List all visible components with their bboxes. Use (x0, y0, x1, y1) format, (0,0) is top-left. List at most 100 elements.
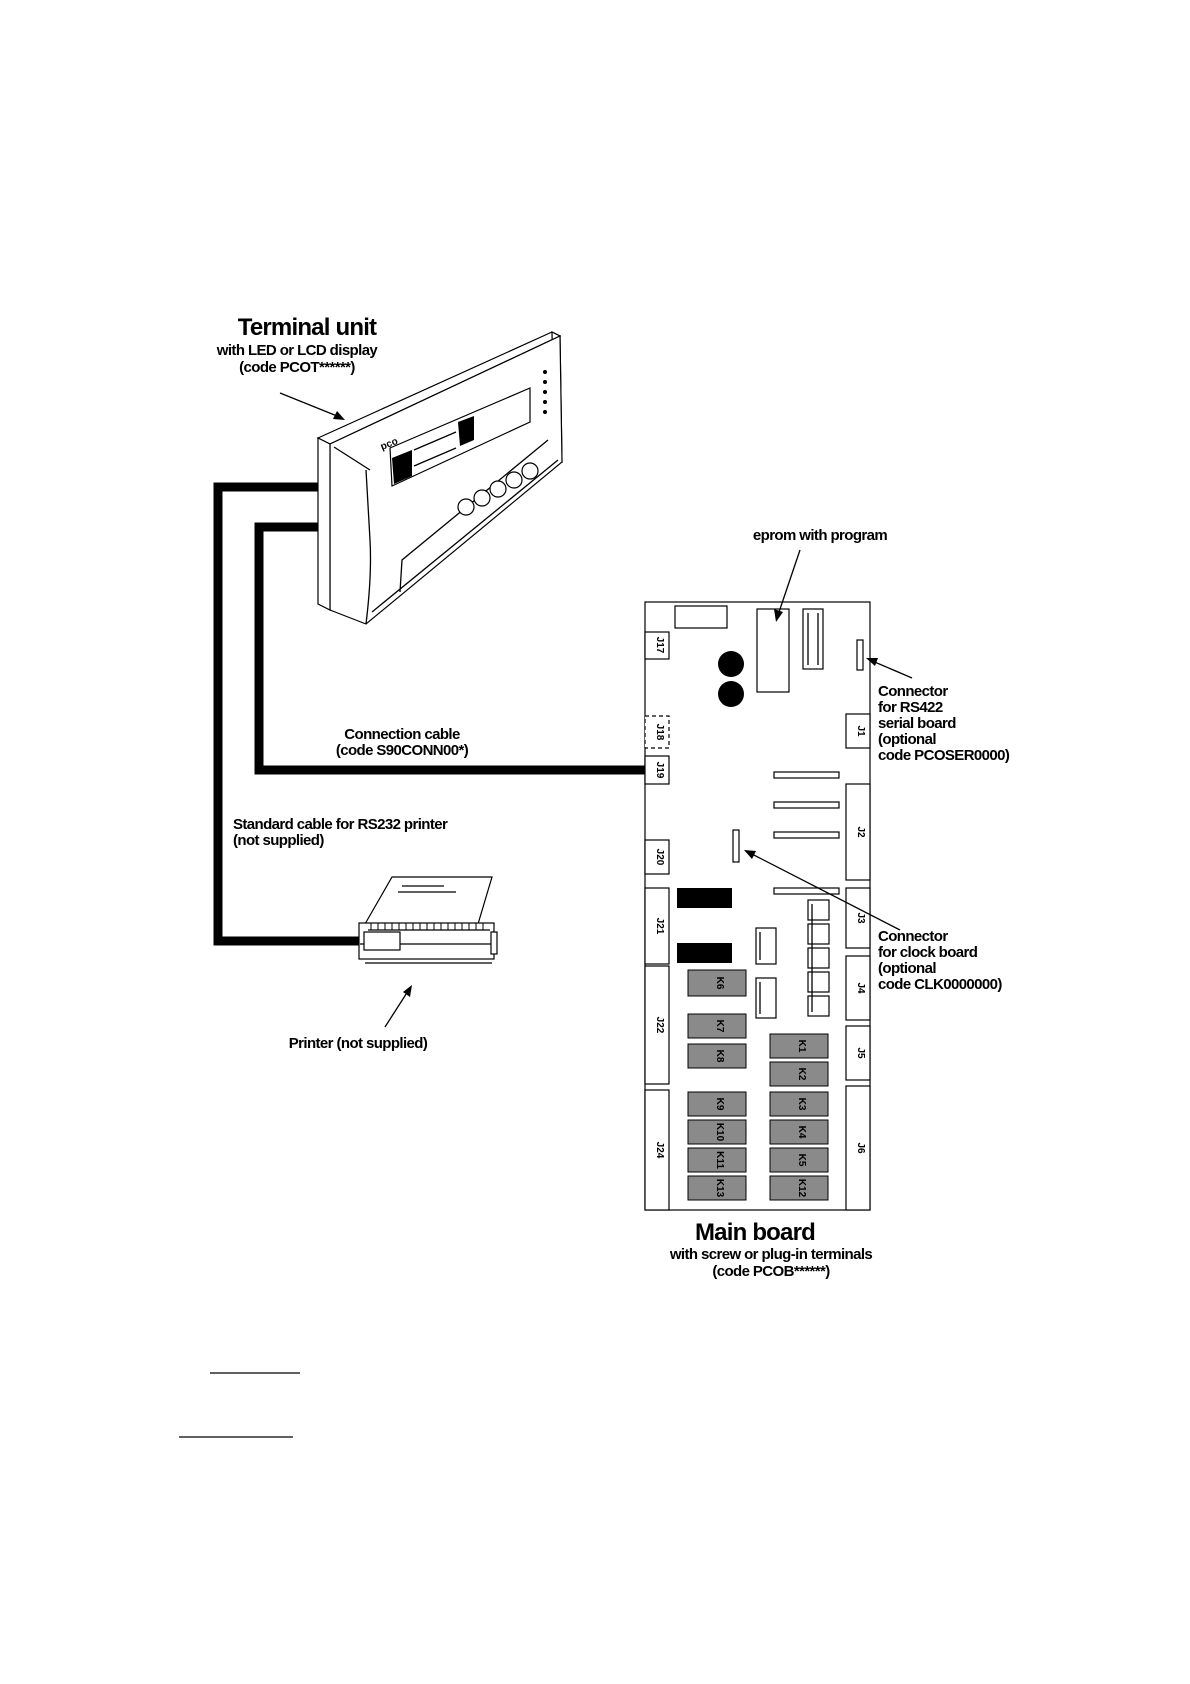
connection-cable-label-2: (code S90CONN00*) (336, 742, 469, 759)
printer-paper (363, 876, 493, 925)
relay-k8 (687, 1043, 747, 1069)
connector-j6-label: J6 (855, 1142, 866, 1154)
connector-j6 (845, 1085, 871, 1211)
terminal-unit-subtitle: with LED or LCD display (216, 342, 379, 359)
relay-k7-label: K7 (714, 1020, 725, 1033)
terminal-unit-title: Terminal unit (238, 314, 377, 341)
relay-k7 (687, 1013, 747, 1039)
connector-j1-label: J1 (855, 725, 866, 737)
connector-j17-label: J17 (654, 637, 665, 654)
capacitor-1 (718, 651, 744, 677)
clock-label-4: code CLK0000000) (878, 976, 1002, 993)
connection-cable (254, 522, 645, 775)
relay-k2-label: K2 (796, 1068, 807, 1081)
connector-j18-label: J18 (654, 724, 665, 741)
relay-k9 (687, 1091, 747, 1117)
rs422-label-1: Connector (878, 683, 948, 700)
connector-j20 (644, 839, 670, 875)
terminal-unit-arrow (279, 392, 343, 419)
eprom-chip (756, 608, 790, 693)
relay-k5 (769, 1147, 829, 1173)
rs422-label-3: serial board (878, 715, 956, 732)
rs422-label-5: code PCOSER0000) (878, 747, 1010, 764)
connector-j20-label: J20 (654, 849, 665, 866)
main-board-code: (code PCOB******) (712, 1263, 830, 1280)
relay-k1-label: K1 (796, 1040, 807, 1053)
connection-cable-label-1: Connection cable (344, 726, 460, 743)
relay-k12-label: K12 (796, 1179, 807, 1198)
main-board-battery (674, 605, 728, 629)
connector-j4 (845, 955, 871, 1021)
relay-k12 (769, 1175, 829, 1201)
small-chip-2 (755, 977, 777, 1019)
connector-j18 (644, 715, 670, 749)
connector-j2 (845, 783, 871, 881)
capacitor-2 (718, 681, 744, 707)
relay-k2 (769, 1061, 829, 1087)
connector-j3 (845, 887, 871, 949)
transistor-3 (807, 947, 830, 969)
relay-k10 (687, 1119, 747, 1145)
terminal-key-3[interactable] (489, 480, 507, 498)
rs422-connector (856, 639, 864, 671)
connector-j19 (644, 755, 670, 785)
clock-label-1: Connector (878, 928, 948, 945)
connector-j22 (644, 965, 670, 1085)
connector-j4-label: J4 (855, 982, 866, 994)
connector-j2-label: J2 (855, 826, 866, 838)
terminal-key-5[interactable] (521, 462, 539, 480)
rs422-label-4: (optional (878, 731, 936, 748)
relay-k4-label: K4 (796, 1126, 807, 1139)
chip-2 (802, 608, 824, 670)
relay-k13 (687, 1175, 747, 1201)
transistor-5 (807, 995, 830, 1017)
terminal-led-4 (543, 400, 547, 404)
black-ic-1 (677, 888, 732, 908)
connector-j19-label: J19 (654, 762, 665, 779)
printer-teeth (370, 923, 484, 930)
clock-arrow (747, 851, 901, 931)
eprom-label: eprom with program (753, 527, 887, 544)
terminal-key-2[interactable] (473, 489, 491, 507)
relay-k9-label: K9 (714, 1098, 725, 1111)
clock-connector (732, 829, 740, 863)
relay-k4 (769, 1119, 829, 1145)
board-strip-4 (773, 887, 840, 895)
transistor-2 (807, 923, 830, 945)
relay-k3 (769, 1091, 829, 1117)
terminal-led-2 (543, 380, 547, 384)
printer (358, 876, 498, 964)
connector-j21-label: J21 (654, 918, 665, 935)
connector-j17 (644, 631, 670, 660)
connector-j3-label: J3 (855, 912, 866, 924)
relay-k6 (687, 969, 747, 997)
transistor-4 (807, 971, 830, 993)
printer-cable (213, 482, 359, 946)
relay-k11-label: K11 (714, 1151, 725, 1169)
main-board-title: Main board (695, 1219, 815, 1246)
terminal-led-3 (543, 390, 547, 394)
eprom-arrow (777, 549, 801, 616)
terminal-key-1[interactable] (457, 498, 475, 516)
connector-j5-label: J5 (855, 1047, 866, 1059)
transistor-1 (807, 899, 830, 921)
connector-j5 (845, 1025, 871, 1081)
relay-k13-label: K13 (714, 1179, 725, 1198)
main-board-subtitle: with screw or plug-in terminals (669, 1246, 873, 1263)
terminal-unit-code: (code PCOT******) (239, 359, 355, 376)
connector-j1 (845, 713, 871, 749)
printer-arrow (384, 987, 411, 1028)
connector-j22-label: J22 (654, 1017, 665, 1034)
connector-j24 (644, 1089, 670, 1211)
small-chip-1 (755, 927, 777, 965)
relay-k5-label: K5 (796, 1154, 807, 1167)
relay-k10-label: K10 (714, 1123, 725, 1142)
terminal-front-panel (329, 335, 563, 625)
rs422-label-2: for RS422 (878, 699, 943, 716)
main-board: J17 J18 J19 J20 J21 J22 J24 J1 J2 J3 J4 … (644, 601, 871, 1211)
relay-k6-label: K6 (714, 977, 725, 990)
board-strip-2 (773, 801, 840, 809)
terminal-key-4[interactable] (505, 471, 523, 489)
clock-label-3: (optional (878, 960, 936, 977)
